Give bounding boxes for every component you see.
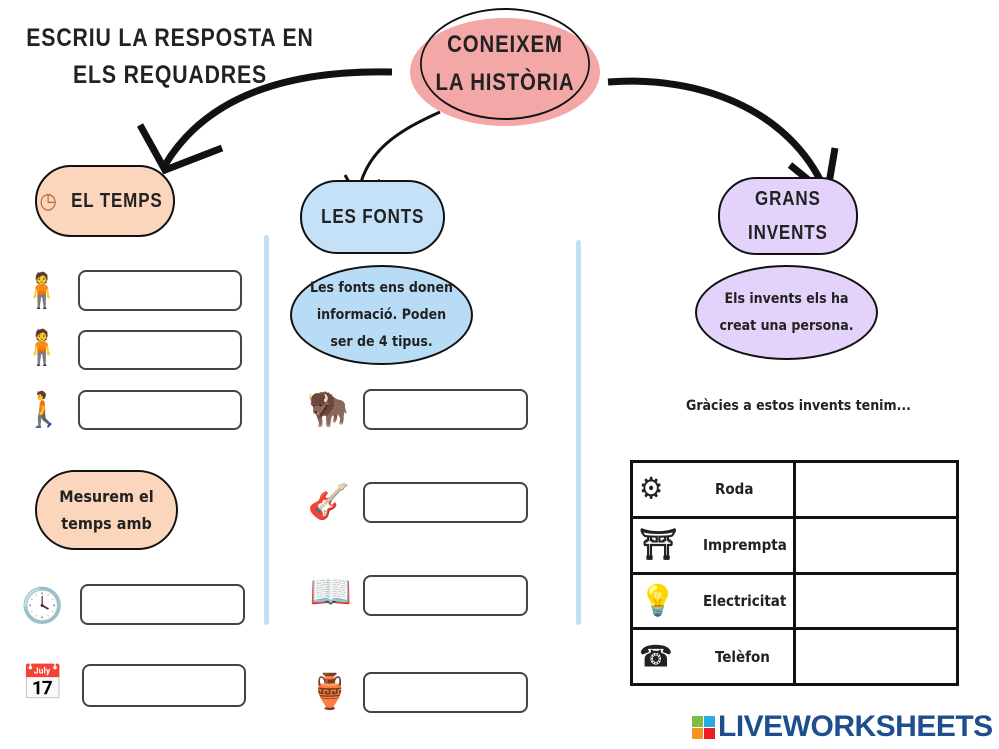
row-label: Roda [715,480,754,499]
table-row: ⛩ Imprempta [630,515,959,575]
grans-invents-header: GRANS INVENTS [718,177,858,255]
les-fonts-text: Les fonts ens donen informació. Poden se… [309,279,453,350]
liveworksheets-logo: LIVEWORKSHEETS [692,710,993,744]
row-label: Telèfon [715,647,770,666]
central-topic: CONEIXEM LA HISTÒRIA [420,8,590,120]
el-temps-answer-4[interactable] [80,584,245,625]
printing-press-icon: ⛩ [639,527,678,563]
grans-invents-bubble: Els invents els ha creat una persona. [695,265,878,360]
logo-mark-icon [692,715,715,739]
el-temps-title: EL TEMPS [70,189,163,212]
measure-text: Mesurem el temps amb [59,487,154,533]
calendar-icon: 📅 [21,662,65,703]
inventions-table: ⚙ Roda ⛩ Imprempta 💡 Electricitat ☎ Telèfon [630,460,959,686]
wall-clock-icon: 🕓 [21,585,64,626]
grans-invents-title-1: GRANS [755,188,821,210]
music-guitar-icon: 🎸 [307,482,351,522]
central-line2: LA HISTÒRIA [435,69,575,96]
robot-person-icon: 🚶 [22,390,66,430]
el-temps-header: ◷ EL TEMPS [35,165,175,237]
measure-bubble: Mesurem el temps amb [35,470,178,550]
central-line1: CONEIXEM [447,31,563,58]
grans-invents-title-2: INVENTS [748,222,828,244]
answer-cell-telefon[interactable] [793,627,959,686]
arrow-to-grans-invents [607,77,829,192]
table-row: ☎ Telèfon [630,627,959,686]
grans-invents-text: Els invents els ha creat una persona. [719,290,854,334]
medieval-person-icon: 🧍 [20,328,64,368]
el-temps-answer-2[interactable] [78,330,242,370]
row-label: Imprempta [703,536,787,555]
divider-right [576,240,581,625]
clock-icon: ◷ [39,188,57,214]
el-temps-answer-3[interactable] [78,390,242,430]
answer-cell-imprempta[interactable] [793,515,959,575]
divider-left [264,235,269,625]
les-fonts-answer-4[interactable] [363,672,528,713]
les-fonts-header: LES FONTS [300,180,445,254]
les-fonts-title: LES FONTS [320,205,425,228]
inventions-lead: Gràcies a estos invents tenim... [686,398,911,414]
instructions: ESCRIU LA RESPOSTA EN ELS REQUADRES [26,24,314,89]
wheel-icon: ⚙ [639,471,664,507]
telephone-icon: ☎ [639,639,673,675]
circuit-bulb-icon: 💡 [639,583,677,619]
les-fonts-answer-3[interactable] [363,575,528,616]
logo-text: LIVEWORKSHEETS [718,710,993,743]
les-fonts-bubble: Les fonts ens donen informació. Poden se… [290,265,473,365]
answer-cell-roda[interactable] [793,460,959,519]
caveman-icon: 🧍 [20,271,64,311]
table-row: ⚙ Roda [630,460,959,519]
les-fonts-answer-1[interactable] [363,389,528,430]
answer-cell-electricitat[interactable] [793,571,959,631]
el-temps-answer-1[interactable] [78,270,242,311]
amphora-icon: 🏺 [308,672,352,712]
les-fonts-answer-2[interactable] [363,482,528,523]
arrow-to-el-temps [162,68,393,167]
cave-painting-icon: 🦬 [306,389,350,429]
el-temps-answer-5[interactable] [82,664,246,707]
book-quill-icon: 📖 [309,572,353,612]
table-row: 💡 Electricitat [630,571,959,631]
row-label: Electricitat [703,591,787,610]
